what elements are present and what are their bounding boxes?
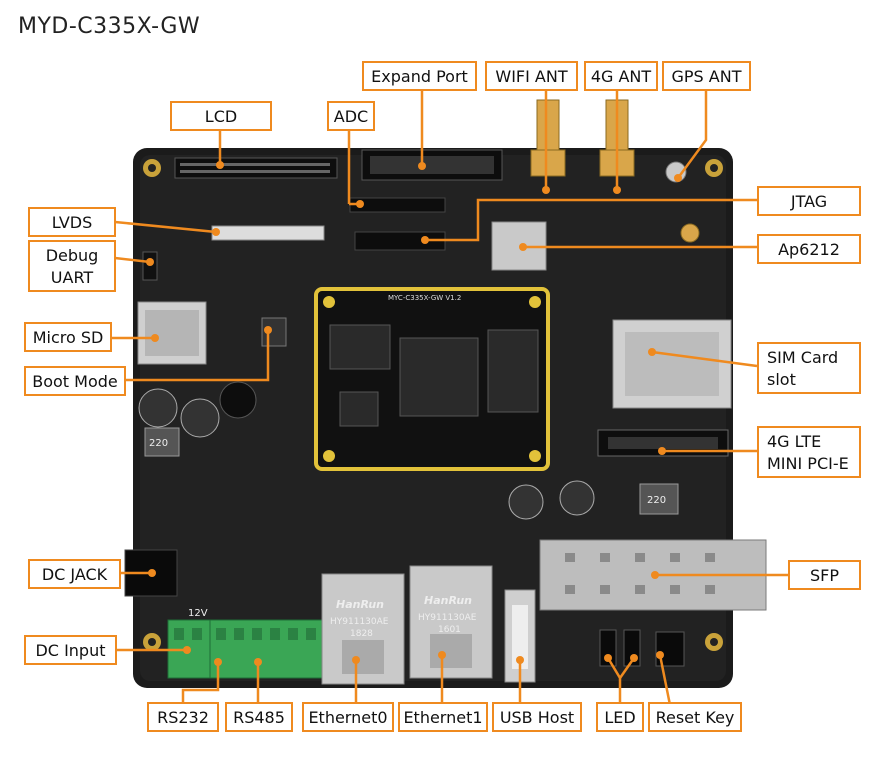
capacitor [138,388,178,428]
buzzer [219,381,257,419]
label-wifi-ant: WIFI ANT [485,61,578,91]
voltage-label: 12V [188,608,208,619]
label-lvds: LVDS [28,207,116,237]
ram-chip [329,324,391,370]
label-micro-sd: Micro SD [24,322,112,352]
cap-label: 220 [149,438,168,449]
label-sim-card: SIM Card slot [757,342,861,394]
cpu-chip [399,337,479,417]
label-lcd: LCD [170,101,272,131]
label-ap6212: Ap6212 [757,234,861,264]
label-dc-input: DC Input [24,635,117,665]
label-rs232: RS232 [147,702,219,732]
rs232-rs485-terminal [209,619,323,679]
eth0-brand: HanRun [336,598,384,611]
label-led: LED [596,702,644,732]
label-boot-mode: Boot Mode [24,366,126,396]
som-silkscreen: MYC-C335X-GW V1.2 [388,294,461,302]
cap-label: 220 [647,495,666,506]
label-dc-jack: DC JACK [28,559,121,589]
eth1-brand: HanRun [424,594,472,607]
label-4g-lte: 4G LTE MINI PCI-E [757,426,861,478]
label-rs485: RS485 [225,702,293,732]
label-gps-ant: GPS ANT [662,61,751,91]
page-title: MYD-C335X-GW [18,14,201,39]
eth1-code: 1601 [438,625,461,635]
label-debug-uart-line1: Debug [45,246,99,265]
lcd-connector [174,157,338,179]
label-jtag: JTAG [757,186,861,216]
emmc-chip [487,329,539,413]
callout-lines [111,91,788,706]
label-4g-lte-line2: MINI PCI-E [767,454,849,473]
label-adc: ADC [327,101,375,131]
label-ethernet1: Ethernet1 [398,702,488,732]
eth0-part: HY911130AE [330,617,389,627]
label-usb-host: USB Host [492,702,582,732]
inductor [144,427,180,457]
adc-header [349,197,446,213]
label-sim-card-line2: slot [767,370,796,389]
label-sim-card-line1: SIM Card [767,348,839,367]
lvds-connector [211,225,325,241]
label-ethernet0: Ethernet0 [302,702,394,732]
wifi-antenna-connector [530,99,566,177]
callout-dots [146,161,682,666]
eth1-part: HY911130AE [418,613,477,623]
label-expand-port: Expand Port [362,61,477,91]
label-sfp: SFP [788,560,861,590]
label-debug-uart: Debug UART [28,240,116,292]
label-debug-uart-line2: UART [50,268,94,287]
label-reset-key: Reset Key [648,702,742,732]
eth0-code: 1828 [350,629,373,639]
label-4g-ant: 4G ANT [584,61,658,91]
label-4g-lte-line1: 4G LTE [767,432,822,451]
